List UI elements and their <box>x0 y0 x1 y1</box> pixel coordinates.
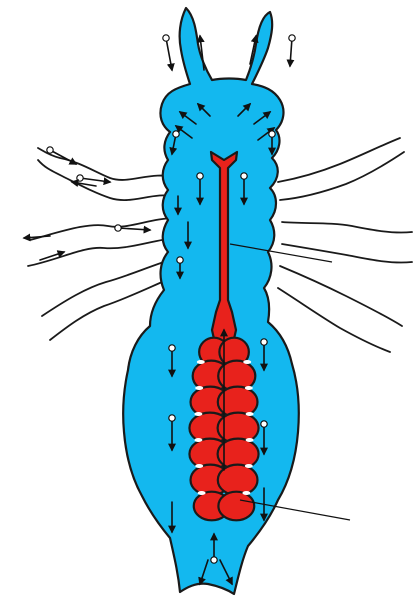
hemocyte-marker <box>169 345 175 351</box>
ostium <box>195 386 203 390</box>
ostium <box>194 412 202 416</box>
hemocyte-marker <box>261 339 267 345</box>
ostium <box>194 438 202 442</box>
ostium <box>242 491 250 495</box>
flow-arrow <box>290 38 292 66</box>
heart-chamber <box>218 492 254 521</box>
flow-arrow <box>24 236 50 238</box>
hemocyte-marker <box>47 147 53 153</box>
leg-left-1-lower <box>38 160 178 200</box>
leg-right-2-lower <box>282 244 412 263</box>
hemocyte-marker <box>197 173 203 179</box>
hemocyte-marker <box>163 35 169 41</box>
leg-right-3-lower <box>278 288 390 352</box>
flow-arrow <box>118 228 150 230</box>
leg-right-1-lower <box>280 152 404 200</box>
leg-right-3 <box>280 266 402 326</box>
leg-left-2-lower <box>28 238 176 266</box>
leg-right-1 <box>278 138 400 182</box>
flow-arrow <box>72 182 96 186</box>
ostium <box>197 360 205 364</box>
hemocyte-marker <box>115 225 121 231</box>
ostium <box>243 360 251 364</box>
flow-arrow <box>166 38 172 70</box>
hemocyte-marker <box>177 257 183 263</box>
ostium <box>246 412 254 416</box>
ostium <box>195 464 203 468</box>
hemocyte-marker <box>241 173 247 179</box>
hemocyte-marker <box>269 131 275 137</box>
hemocyte-marker <box>77 175 83 181</box>
hemocyte-marker <box>169 415 175 421</box>
ostium <box>245 386 253 390</box>
ostium <box>246 438 254 442</box>
hemocyte-marker <box>261 421 267 427</box>
hemocyte-marker <box>211 557 217 563</box>
hemocyte-marker <box>289 35 295 41</box>
flow-arrow <box>80 178 110 182</box>
ostium <box>198 491 206 495</box>
leg-right-2 <box>282 222 412 233</box>
ostium <box>245 464 253 468</box>
hemocyte-marker <box>173 131 179 137</box>
leg-left-2 <box>30 218 176 240</box>
